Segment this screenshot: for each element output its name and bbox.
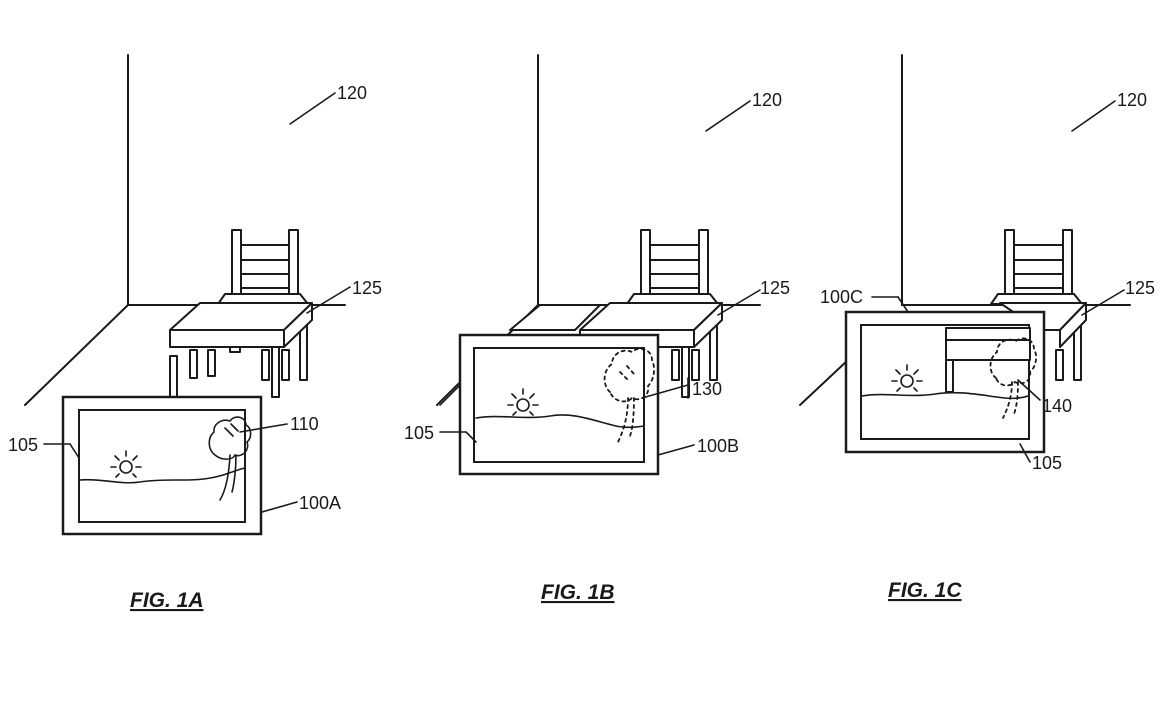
figure-1c: 120 125 100C 140 105 FIG. 1C <box>799 54 1155 602</box>
chair <box>990 229 1083 305</box>
figure-1b: 120 125 105 130 100B FIG. 1B <box>404 54 790 604</box>
table <box>169 302 313 399</box>
label-display: 105 <box>1032 453 1062 473</box>
device-frame <box>458 333 660 476</box>
tree-icon <box>989 337 1037 419</box>
figure-1a: 120 125 105 110 100A FIG. 1A <box>8 54 382 612</box>
label-room: 120 <box>337 83 367 103</box>
leader-lines <box>871 100 1125 463</box>
figure-caption: FIG. 1C <box>888 579 962 602</box>
label-room: 120 <box>1117 90 1147 110</box>
label-object: 130 <box>692 379 722 399</box>
horizon-line <box>475 414 645 429</box>
display-scene <box>79 416 252 501</box>
sun-icon <box>891 364 923 392</box>
display-scene <box>861 337 1037 419</box>
tree-icon <box>208 416 252 501</box>
label-object: 110 <box>290 414 319 434</box>
label-table: 125 <box>760 278 790 298</box>
tree-icon <box>603 347 655 443</box>
passthrough-table <box>945 327 1031 393</box>
device-frame <box>61 395 263 536</box>
leader-lines <box>439 100 761 456</box>
label-device: 100C <box>820 287 863 307</box>
label-device: 100B <box>697 436 739 456</box>
chair <box>626 229 719 305</box>
sun-icon <box>507 388 539 416</box>
display-scene <box>475 347 655 443</box>
sun-icon <box>110 450 142 478</box>
figure-caption: FIG. 1A <box>130 589 204 612</box>
label-object: 140 <box>1042 396 1072 416</box>
label-display: 105 <box>8 435 38 455</box>
label-table: 125 <box>352 278 382 298</box>
label-display: 105 <box>404 423 434 443</box>
leader-lines <box>43 92 351 513</box>
label-device: 100A <box>299 493 341 513</box>
label-room: 120 <box>752 90 782 110</box>
label-table: 125 <box>1125 278 1155 298</box>
figure-caption: FIG. 1B <box>541 581 615 604</box>
